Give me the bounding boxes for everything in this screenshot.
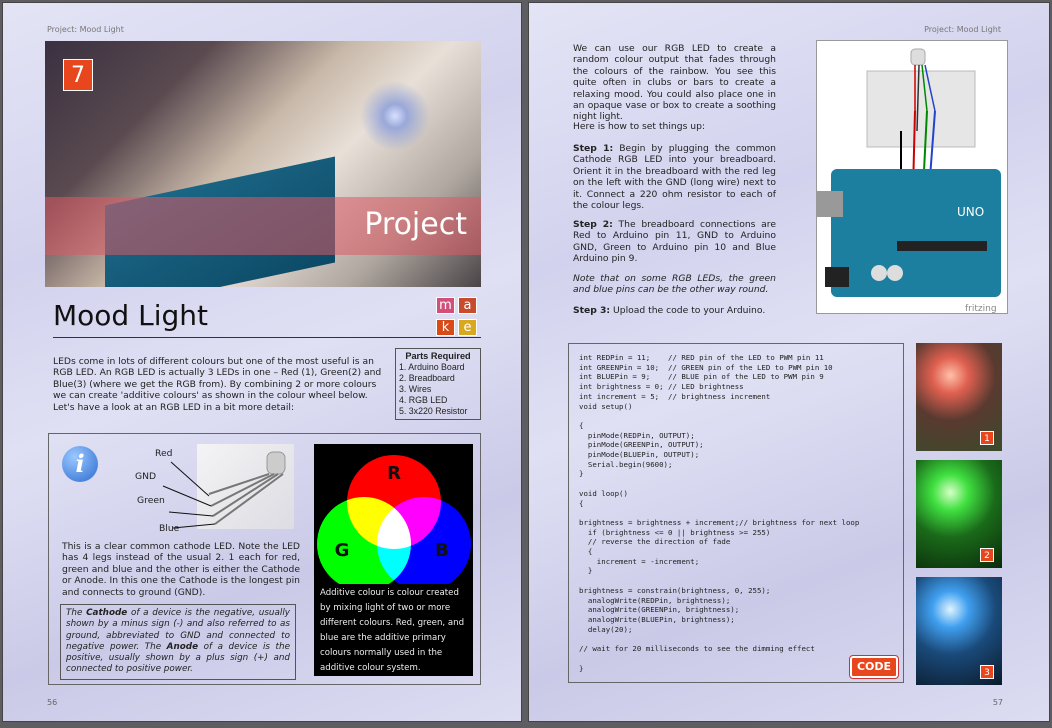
led-description: This is a clear common cathode LED. Note…: [62, 541, 300, 598]
photo-number: 1: [980, 431, 994, 445]
parts-item: 2. Breadboard: [399, 373, 455, 383]
cathode-anode-note: The Cathode of a device is the negative,…: [60, 604, 296, 680]
page-number: 57: [992, 698, 1003, 707]
led-photo-green: 2: [916, 460, 1002, 568]
code-badge: CODE: [849, 655, 899, 679]
project-label: Project: [364, 207, 467, 242]
info-icon: i: [62, 446, 98, 482]
note-anode: Anode: [166, 641, 199, 652]
photo-number: 2: [980, 548, 994, 562]
parts-required-box: Parts Required 1. Arduino Board 2. Bread…: [395, 348, 481, 420]
led-label-blue: Blue: [159, 523, 180, 534]
parts-item: 5. 3x220 Resistor: [399, 406, 468, 416]
parts-item: 3. Wires: [399, 384, 432, 394]
divider: [53, 337, 481, 338]
howto-text: Here is how to set things up:: [573, 121, 706, 132]
additive-colour-text: Additive colour is colour created by mix…: [320, 588, 465, 673]
make-logo-m: m: [436, 297, 455, 314]
make-logo-a: a: [458, 297, 477, 314]
intro-text: LEDs come in lots of different colours b…: [53, 356, 382, 413]
step-text: Begin by plugging the common Cathode RGB…: [573, 143, 776, 212]
page-number: 56: [47, 698, 58, 707]
additive-colour-wheel: R G B: [317, 455, 471, 584]
step-3: Step 3: Upload the code to your Arduino.: [573, 305, 765, 316]
step-label: Step 3:: [573, 305, 611, 316]
uno-label: UNO: [957, 205, 984, 219]
step-text: Upload the code to your Arduino.: [610, 305, 766, 316]
led-photo-red: 1: [916, 343, 1002, 451]
intro-text: We can use our RGB LED to create a rando…: [573, 43, 776, 123]
left-page: Project: Mood Light 7 Project Mood Light…: [2, 2, 522, 722]
project-banner: Project: [45, 197, 481, 255]
led-pointer-arrows: [162, 461, 216, 529]
step-label: Step 2:: [573, 219, 613, 230]
parts-item: 4. RGB LED: [399, 395, 448, 405]
led-photo-blue: 3: [916, 577, 1002, 685]
colour-wheel-panel: R G B Additive colour is colour created …: [314, 444, 473, 676]
note-cathode: Cathode: [86, 608, 128, 618]
step-label: Step 1:: [573, 143, 614, 154]
pin-note: Note that on some RGB LEDs, the green an…: [573, 273, 776, 296]
project-number: 7: [63, 59, 93, 91]
wheel-label-g: G: [335, 540, 350, 561]
page-header: Project: Mood Light: [924, 25, 1001, 34]
led-label-green: Green: [137, 495, 165, 506]
make-logo-e: e: [458, 319, 477, 336]
wheel-label-r: R: [387, 463, 401, 484]
wheel-label-b: B: [435, 540, 449, 561]
fritzing-label: fritzing: [965, 304, 997, 314]
code-listing: int REDPin = 11; // RED pin of the LED t…: [568, 343, 904, 683]
led-photo: [197, 444, 294, 529]
fritzing-diagram: UNO fritzing: [816, 40, 1008, 314]
led-info-box: i Red GND Green Blue This is a clear com…: [48, 433, 481, 685]
parts-title: Parts Required: [405, 351, 471, 361]
step-text: The breadboard connections are Red to Ar…: [573, 219, 776, 265]
led-label-gnd: GND: [135, 471, 157, 482]
make-logo-k: k: [436, 319, 455, 336]
right-page: Project: Mood Light We can use our RGB L…: [528, 2, 1050, 722]
parts-item: 1. Arduino Board: [399, 362, 465, 372]
hero-photo: 7 Project: [45, 41, 481, 287]
led-label-red: Red: [155, 448, 173, 459]
step-1: Step 1: Begin by plugging the common Cat…: [573, 143, 776, 211]
photo-number: 3: [980, 665, 994, 679]
note-text: The: [66, 608, 87, 618]
note-text: of a device is the negative, usually sho…: [66, 608, 290, 652]
note-text: of a device is the positive, usually sho…: [66, 641, 290, 675]
step-2: Step 2: The breadboard connections are R…: [573, 219, 776, 265]
page-title: Mood Light: [53, 299, 208, 332]
page-header: Project: Mood Light: [47, 25, 124, 34]
